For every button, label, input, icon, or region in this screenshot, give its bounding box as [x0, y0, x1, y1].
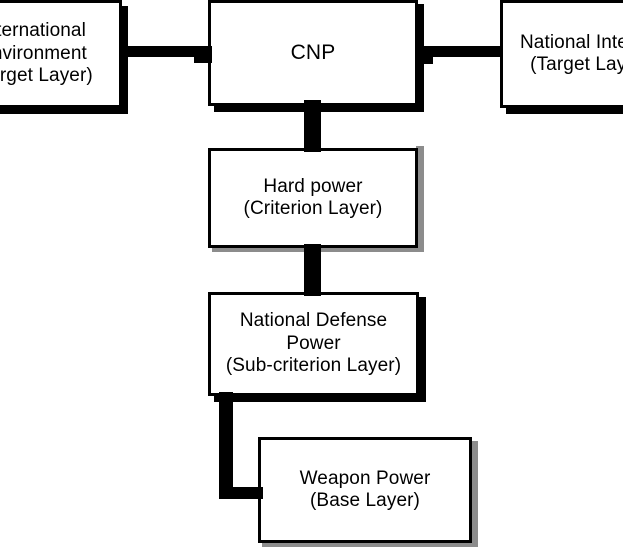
node-cnp[interactable]: CNP — [208, 0, 418, 106]
shadow-national-defense-power-bottom — [214, 393, 426, 402]
node-international-environment[interactable]: International Environment (Target Layer) — [0, 0, 122, 108]
shadow-hard-power-right — [416, 146, 424, 252]
edge-intl-to-cnp-joint — [194, 46, 212, 63]
shadow-national-defense-power-right — [416, 297, 426, 402]
edge-cnp-to-hard-power — [304, 100, 321, 152]
node-national-defense-power-label: National Defense Power (Sub-criterion La… — [225, 310, 402, 377]
node-hard-power-label: Hard power (Criterion Layer) — [243, 175, 383, 219]
edge-hard-power-to-defense — [304, 244, 321, 296]
node-national-defense-power[interactable]: National Defense Power (Sub-criterion La… — [208, 292, 419, 396]
shadow-international-environment-bottom — [0, 105, 128, 114]
edge-cnp-to-interest — [415, 46, 503, 57]
edge-intl-to-cnp — [121, 46, 211, 57]
edge-defense-to-weapon-vertical — [219, 392, 233, 498]
node-international-environment-label: International Environment (Target Layer) — [0, 20, 93, 87]
node-cnp-label: CNP — [290, 40, 336, 64]
node-weapon-power-label: Weapon Power (Base Layer) — [299, 467, 431, 511]
shadow-international-environment-right — [119, 6, 128, 114]
node-national-interest-label: National Interest (Target Layer) — [519, 31, 623, 75]
edge-defense-to-weapon-horizontal — [219, 487, 263, 499]
node-hard-power[interactable]: Hard power (Criterion Layer) — [208, 148, 418, 248]
shadow-national-interest-bottom — [506, 105, 623, 114]
edge-cnp-to-interest-joint — [415, 46, 433, 64]
shadow-weapon-power-bottom — [262, 541, 478, 547]
shadow-weapon-power-right — [470, 441, 478, 547]
node-national-interest[interactable]: National Interest (Target Layer) — [500, 0, 623, 108]
node-weapon-power[interactable]: Weapon Power (Base Layer) — [258, 437, 472, 543]
